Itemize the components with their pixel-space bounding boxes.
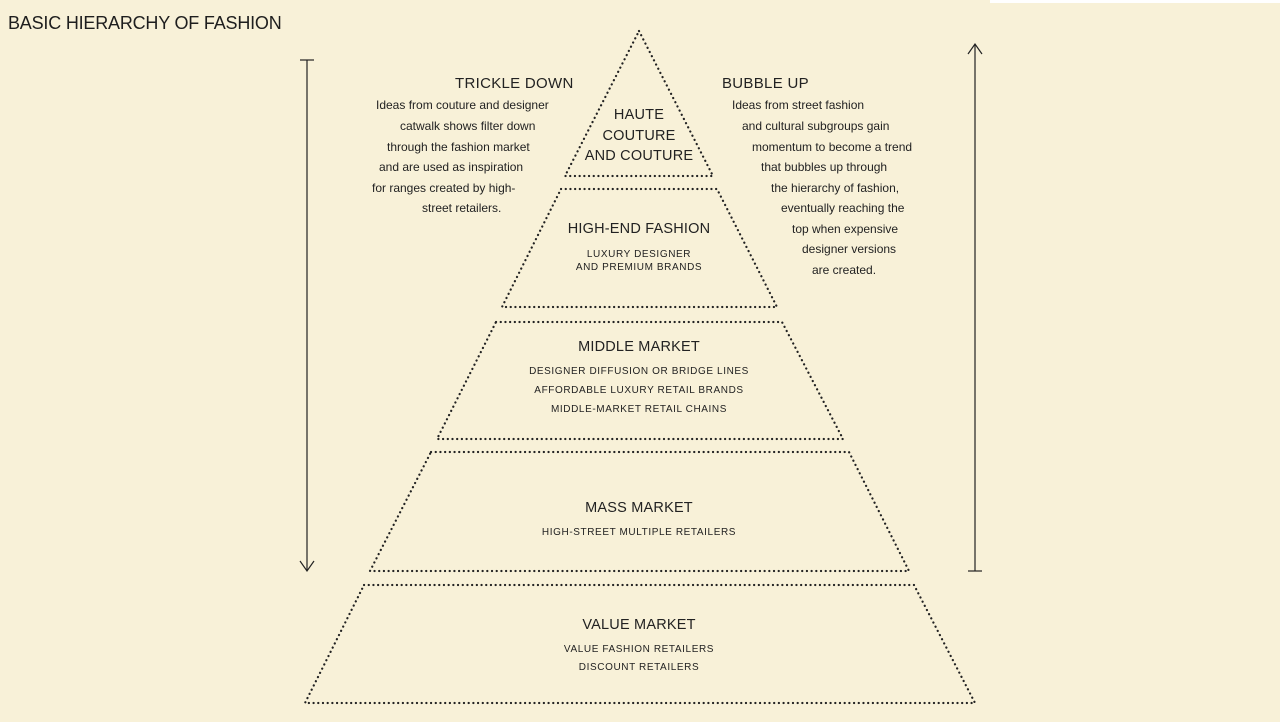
bubble-up-line: eventually reaching the <box>781 201 905 215</box>
tier-subtitle: DISCOUNT RETAILERS <box>578 662 700 673</box>
bubble-up-line: designer versions <box>802 242 897 256</box>
trickle-down-arrow-head <box>299 560 315 573</box>
trickle-down-arrow <box>299 59 315 573</box>
page-title: BASIC HIERARCHY OF FASHION <box>8 13 282 33</box>
tier-title: HIGH-END FASHION <box>567 221 711 237</box>
top-right-white-strip <box>990 0 1280 3</box>
trickle-down-line: for ranges created by high- <box>372 181 516 195</box>
bubble-up-line: momentum to become a trend <box>752 140 913 154</box>
tier-subtitle: MIDDLE-MARKET RETAIL CHAINS <box>550 404 728 415</box>
bubble-up-arrow-head <box>967 42 983 55</box>
tier-subtitle: HIGH-STREET MULTIPLE RETAILERS <box>541 527 737 538</box>
tier-shape-high-end-fashion <box>500 187 779 309</box>
bubble-up-line: Ideas from street fashion <box>732 98 865 112</box>
bubble-up-line: are created. <box>812 263 877 277</box>
trickle-down-line: catwalk shows filter down <box>400 119 536 133</box>
tier-subtitle: DESIGNER DIFFUSION OR BRIDGE LINES <box>529 366 749 377</box>
tier-title: MIDDLE MARKET <box>578 339 700 355</box>
bubble-up-line: the hierarchy of fashion, <box>771 181 900 195</box>
bubble-up-arrow <box>967 42 983 572</box>
trickle-down-line: street retailers. <box>422 201 502 215</box>
tier-subtitle: LUXURY DESIGNER <box>586 249 692 260</box>
trickle-down-heading: TRICKLE DOWN <box>455 75 574 92</box>
tier-shape-value-market <box>303 583 977 705</box>
tier-title: MASS MARKET <box>585 500 693 516</box>
tier-title: VALUE MARKET <box>582 617 696 633</box>
tier-shape-middle-market <box>435 320 845 441</box>
tier-subtitle: AFFORDABLE LUXURY RETAIL BRANDS <box>534 385 744 396</box>
bubble-up-heading: BUBBLE UP <box>722 75 809 92</box>
trickle-down-line: through the fashion market <box>387 140 530 154</box>
tier-subtitle: AND PREMIUM BRANDS <box>575 262 703 273</box>
trickle-down-line: and are used as inspiration <box>379 160 524 174</box>
trickle-down-line: Ideas from couture and designer <box>376 98 549 112</box>
bubble-up-line: and cultural subgroups gain <box>742 119 890 133</box>
bubble-up-line: that bubbles up through <box>761 160 888 174</box>
tier-title-line: HAUTE <box>613 107 665 123</box>
tier-subtitle: VALUE FASHION RETAILERS <box>563 644 715 655</box>
bubble-up-line: top when expensive <box>792 222 899 236</box>
tier-title-line: COUTURE <box>602 128 676 144</box>
tier-title-line: AND COUTURE <box>584 148 694 164</box>
